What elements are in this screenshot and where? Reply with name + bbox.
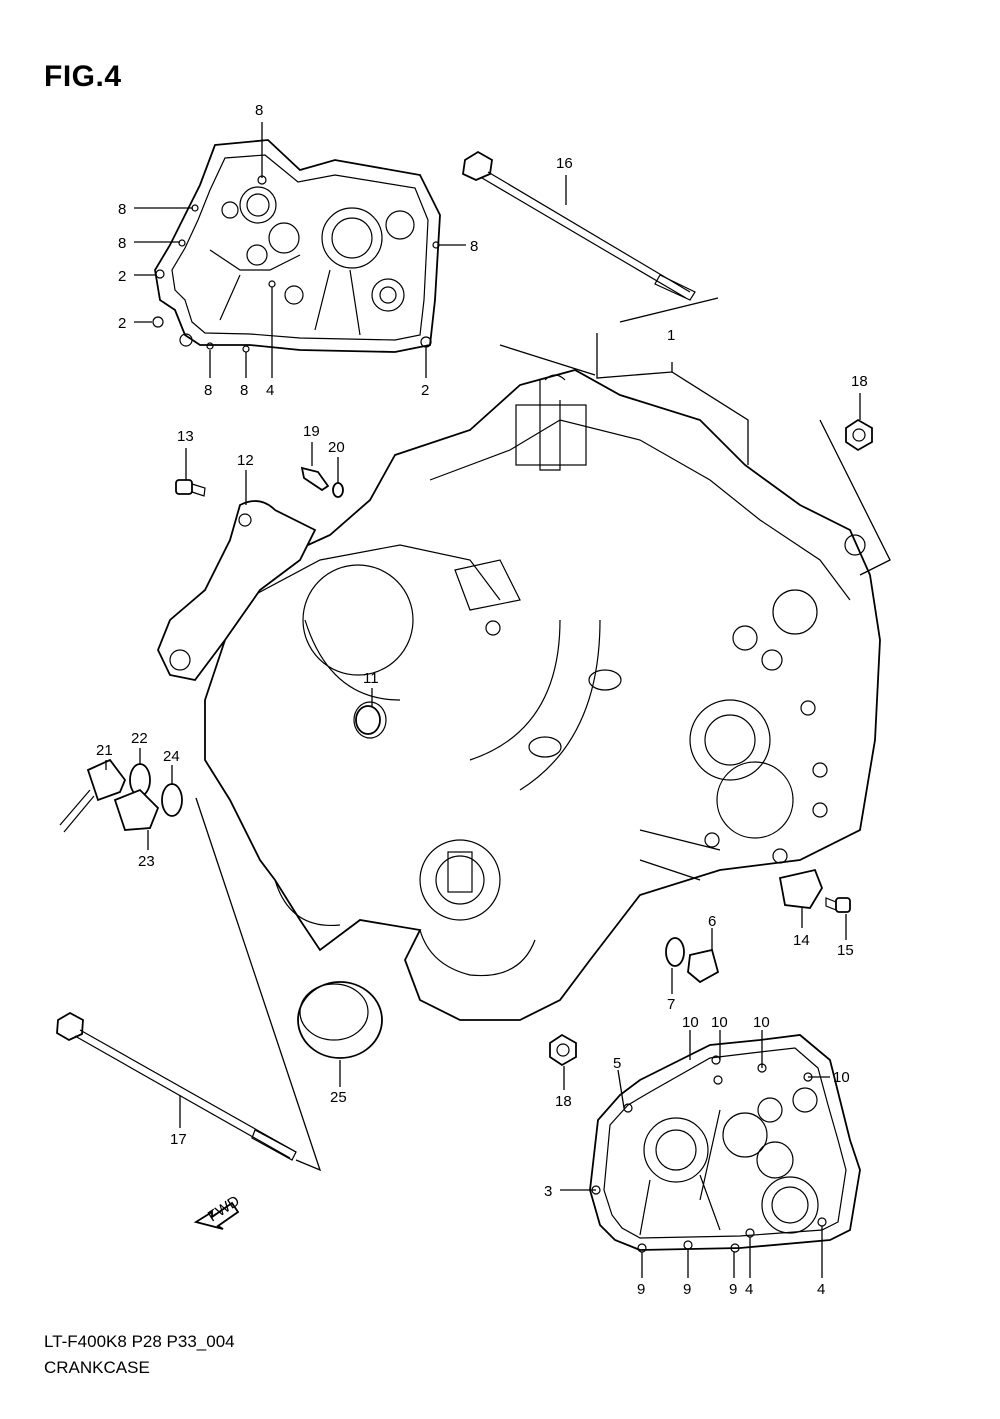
cap-part-25 — [297, 981, 383, 1059]
switch-part-19 — [300, 466, 330, 492]
callout-11: 11 — [363, 670, 379, 687]
figure-name: CRANKCASE — [44, 1358, 150, 1377]
callout-20: 20 — [328, 439, 345, 456]
crankcase-main-body — [204, 369, 881, 1021]
callout-24: 24 — [163, 748, 180, 765]
callout-2: 2 — [118, 268, 126, 285]
crankcase-right-half-inner-view — [589, 1034, 861, 1253]
bolt-part-15 — [825, 897, 851, 913]
callout-21: 21 — [96, 742, 113, 759]
callout-9: 9 — [683, 1281, 691, 1298]
figure-title: FIG.4 — [44, 60, 122, 93]
callout-8: 8 — [470, 238, 478, 255]
callout-1: 1 — [667, 327, 675, 344]
callout-10: 10 — [833, 1069, 850, 1086]
callout-10: 10 — [682, 1014, 699, 1031]
callout-numbers: 8 8 8 8 2 2 8 8 4 2 16 1 18 13 19 20 12 … — [96, 102, 868, 1298]
callout-17: 17 — [170, 1131, 187, 1148]
dowel-part-11 — [355, 705, 381, 735]
callout-8: 8 — [240, 382, 248, 399]
figure-code: LT-F400K8 P28 P33_004 — [44, 1332, 235, 1351]
callout-23: 23 — [138, 853, 155, 870]
callout-8: 8 — [255, 102, 263, 119]
bolt-part-17 — [56, 1011, 297, 1161]
bracket-part-14 — [778, 868, 823, 909]
bolt-part-13 — [175, 479, 206, 497]
callout-4: 4 — [817, 1281, 825, 1298]
callout-8: 8 — [118, 201, 126, 218]
callout-4: 4 — [266, 382, 274, 399]
callout-22: 22 — [131, 730, 148, 747]
callout-8: 8 — [204, 382, 212, 399]
nut-part-18-lower — [549, 1033, 577, 1067]
callout-8: 8 — [118, 235, 126, 252]
nut-part-18-upper — [845, 418, 873, 452]
callout-9: 9 — [729, 1281, 737, 1298]
callout-18: 18 — [851, 373, 868, 390]
callout-14: 14 — [793, 932, 810, 949]
callout-2: 2 — [118, 315, 126, 332]
callout-19: 19 — [303, 423, 320, 440]
plug-part-6 — [687, 948, 720, 984]
callout-13: 13 — [177, 428, 194, 445]
sensor-part-23 — [113, 788, 160, 831]
gasket-part-12 — [157, 500, 317, 681]
callout-10: 10 — [753, 1014, 770, 1031]
callout-4: 4 — [745, 1281, 753, 1298]
crankcase-left-half-inner-view — [152, 139, 441, 353]
callout-25: 25 — [330, 1089, 347, 1106]
bolt-part-16 — [462, 150, 696, 301]
gasket-part-24 — [161, 783, 183, 817]
callout-10: 10 — [711, 1014, 728, 1031]
callout-12: 12 — [237, 452, 254, 469]
callout-2: 2 — [421, 382, 429, 399]
callout-leader-lines — [105, 122, 891, 1278]
callout-7: 7 — [667, 996, 675, 1013]
oring-part-20 — [332, 482, 344, 498]
callout-18: 18 — [555, 1093, 572, 1110]
sensor-part-21 — [59, 758, 127, 833]
callout-9: 9 — [637, 1281, 645, 1298]
callout-6: 6 — [708, 913, 716, 930]
callout-16: 16 — [556, 155, 573, 172]
forward-direction-arrow-icon: FWD — [193, 1192, 243, 1230]
callout-3: 3 — [544, 1183, 552, 1200]
callout-15: 15 — [837, 942, 854, 959]
callout-5: 5 — [613, 1055, 621, 1072]
washer-part-7 — [665, 937, 685, 967]
